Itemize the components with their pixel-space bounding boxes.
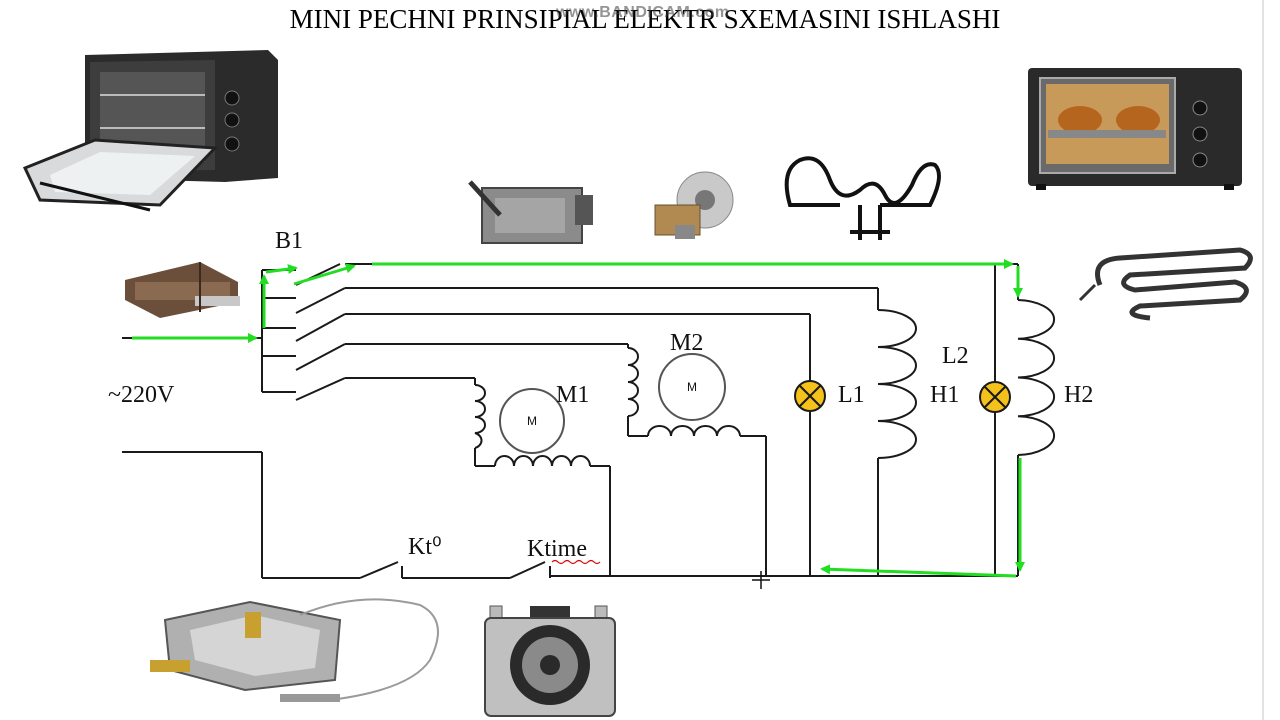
current-flow	[132, 259, 1025, 578]
thermostat-label: Kt⁰	[408, 534, 442, 560]
motor2-symbol: M	[658, 353, 726, 421]
timer-photo	[484, 605, 616, 717]
motor2-winding-horizontal	[647, 425, 741, 437]
page-title: MINI PECHNI PRINSIPIAL ELEKTR SXEMASINI …	[289, 4, 1001, 34]
grill-motor-photo	[468, 180, 593, 244]
lamp2-label: L2	[942, 343, 969, 369]
rotary-switch-photo	[125, 262, 240, 318]
page-edge	[1262, 0, 1264, 720]
fan-motor-photo	[654, 171, 734, 239]
heater-h2-coil	[1017, 299, 1055, 456]
timer-label: Ktime	[527, 536, 587, 562]
heating-element-photo	[784, 156, 941, 240]
motor1-winding-vertical	[474, 384, 486, 449]
motor1-symbol: M	[499, 388, 565, 454]
thermostat-photo	[150, 598, 439, 702]
watermark: www.BANDICAM.com	[556, 4, 730, 21]
spellcheck-underline	[551, 559, 601, 565]
lamp1-label: L1	[838, 382, 865, 408]
motor2-symbol-label: M	[687, 380, 697, 394]
lamp-l1	[794, 380, 826, 412]
crosshair-cursor-icon	[752, 571, 770, 589]
lamp-h1	[979, 381, 1011, 413]
motor1-symbol-label: M	[527, 414, 537, 428]
motor1-label: M1	[556, 382, 589, 408]
mini-oven-chicken-photo	[1028, 68, 1242, 190]
voltage-label: ~220V	[108, 382, 175, 408]
heater2-label: H2	[1064, 382, 1093, 408]
switch-label: B1	[275, 228, 303, 254]
heater1-label: H1	[930, 382, 959, 408]
heating-element-flat-photo	[1078, 247, 1253, 321]
heater-l1-coil	[877, 309, 917, 459]
motor2-winding-vertical	[627, 347, 639, 417]
mini-oven-open-photo	[22, 50, 278, 212]
motor1-winding-horizontal	[494, 455, 591, 467]
motor2-label: M2	[670, 330, 703, 356]
